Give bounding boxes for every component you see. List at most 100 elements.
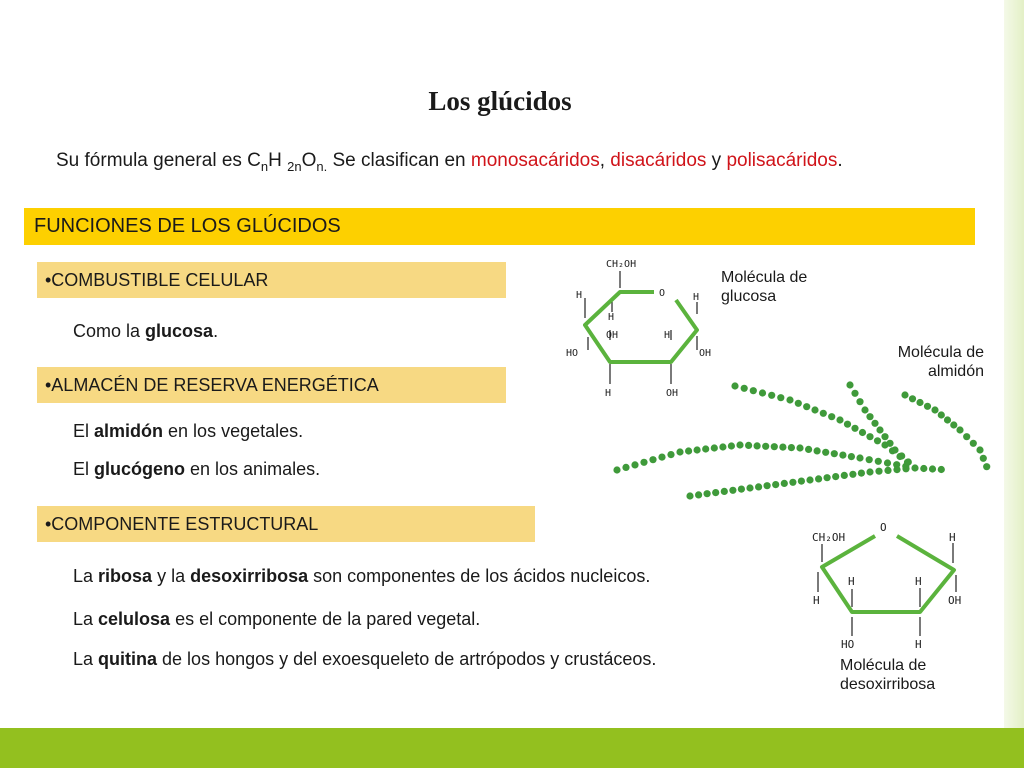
structural-line1-pre: La bbox=[73, 566, 99, 586]
structural-line1-post: son componentes de los ácidos nucleicos. bbox=[308, 566, 651, 586]
starch-glucose-bead bbox=[787, 444, 796, 452]
formula-o: O bbox=[301, 150, 317, 171]
formula-and: y bbox=[706, 150, 727, 171]
formula-h: H bbox=[268, 150, 288, 171]
starch-glucose-bead bbox=[631, 461, 639, 469]
starch-glucose-bead bbox=[777, 394, 785, 402]
starch-glucose-bead bbox=[695, 491, 703, 499]
starch-glucose-bead bbox=[797, 477, 806, 485]
functions-heading-band: FUNCIONES DE LOS GLÚCIDOS bbox=[24, 208, 975, 245]
starch-glucose-bead bbox=[745, 441, 753, 449]
starch-glucose-bead bbox=[737, 485, 746, 493]
starch-glucose-bead bbox=[830, 450, 838, 458]
formula-intro: Su fórmula general es bbox=[56, 150, 248, 171]
reserve-line1-pre: El bbox=[73, 421, 95, 441]
structural-section-band: •COMPONENTE ESTRUCTURAL bbox=[37, 506, 535, 542]
molecule-figures: CH₂OH O H H H OH H HO OH H OH CH₂OH O H … bbox=[566, 259, 991, 651]
starch-glucose-bead bbox=[856, 398, 864, 406]
starch-glucose-bead bbox=[836, 416, 844, 424]
term-disacaridos: disacáridos bbox=[610, 150, 707, 171]
glucose-h2: H bbox=[693, 292, 699, 303]
starch-glucose-bead bbox=[866, 433, 874, 441]
fuel-line-pre: Como la bbox=[73, 321, 146, 341]
reserve-line2-bold: glucógeno bbox=[94, 459, 186, 479]
glucose-h3: H bbox=[608, 312, 614, 323]
deoxyribose-h2: H bbox=[848, 575, 855, 588]
starch-glucose-bead bbox=[983, 463, 991, 471]
deoxyribose-molecule-diagram: CH₂OH O H H H H OH HO H bbox=[812, 521, 961, 651]
right-edge-gradient bbox=[1004, 0, 1024, 728]
glucose-oh3: OH bbox=[666, 388, 678, 399]
formula-classify: Se clasifican en bbox=[327, 150, 471, 171]
starch-glucose-bead bbox=[823, 474, 831, 482]
starch-glucose-bead bbox=[886, 439, 894, 447]
starch-glucose-bead bbox=[780, 479, 788, 487]
starch-glucose-bead bbox=[976, 446, 984, 454]
starch-glucose-bead bbox=[898, 452, 906, 460]
starch-glucose-bead bbox=[731, 382, 739, 390]
starch-glucose-bead bbox=[849, 470, 857, 478]
starch-glucose-bead bbox=[858, 428, 867, 437]
starch-glucose-bead bbox=[813, 447, 821, 455]
starch-glucose-bead bbox=[969, 439, 977, 447]
structural-cellulose-line: La celulosa es el componente de la pared… bbox=[73, 609, 480, 630]
glucose-oh1: OH bbox=[606, 330, 618, 341]
starch-glucose-bead bbox=[811, 406, 819, 414]
starch-glucose-bead bbox=[667, 451, 675, 459]
glucose-oh2: OH bbox=[699, 348, 711, 359]
starch-glucose-bead bbox=[805, 445, 813, 453]
starch-glucose-bead bbox=[839, 451, 847, 459]
structural-section-heading: •COMPONENTE ESTRUCTURAL bbox=[45, 514, 319, 534]
starch-glucose-bead bbox=[875, 467, 883, 475]
structural-line1-bold: ribosa bbox=[98, 566, 153, 586]
starch-glucose-bead bbox=[963, 433, 971, 441]
starch-glucose-bead bbox=[891, 446, 899, 454]
starch-glucose-bead bbox=[866, 413, 874, 421]
glucose-h4: H bbox=[664, 330, 670, 341]
fuel-line-post: . bbox=[213, 321, 219, 341]
structural-line1-mid: y la bbox=[152, 566, 191, 586]
deoxyribose-h5: H bbox=[915, 638, 922, 651]
starch-glucose-bead bbox=[755, 483, 763, 491]
starch-glucose-bead bbox=[937, 465, 945, 474]
glucose-h1: H bbox=[576, 290, 582, 301]
starch-glucose-bead bbox=[883, 459, 892, 467]
starch-glucose-bead bbox=[881, 433, 889, 441]
formula-end: . bbox=[837, 150, 843, 171]
starch-glucose-bead bbox=[950, 421, 958, 429]
starch-glucose-bead bbox=[640, 458, 648, 466]
starch-glucose-bead bbox=[806, 476, 814, 484]
starch-glucose-bead bbox=[763, 482, 771, 490]
starch-glucose-bead bbox=[902, 465, 910, 473]
starch-glucose-bead bbox=[758, 389, 767, 397]
formula-sub-n-dot: n. bbox=[316, 158, 328, 174]
deoxyribose-ch2oh: CH₂OH bbox=[812, 531, 845, 544]
reserve-line2-pre: El bbox=[73, 459, 95, 479]
deoxyribose-label-line1: Molécula de bbox=[840, 657, 927, 674]
fuel-section-heading: •COMBUSTIBLE CELULAR bbox=[45, 270, 269, 290]
starch-glucose-bead bbox=[613, 466, 621, 474]
fuel-line-bold: glucosa bbox=[145, 321, 214, 341]
deoxyribose-ring-o: O bbox=[880, 521, 887, 534]
starch-glucose-bead bbox=[828, 413, 836, 421]
starch-glucose-bead bbox=[857, 469, 866, 477]
starch-glucose-bead bbox=[676, 448, 684, 456]
reserve-line1-post: en los vegetales. bbox=[163, 421, 304, 441]
structural-chitin-line: La quitina de los hongos y del exoesquel… bbox=[73, 649, 656, 670]
starch-glucose-bead bbox=[729, 486, 737, 494]
starch-glucose-bead bbox=[904, 458, 912, 466]
starch-label-line1: Molécula de bbox=[897, 344, 984, 361]
formula-c: C bbox=[247, 150, 261, 171]
starch-glucose-bead bbox=[874, 457, 882, 465]
starch-glucose-bead bbox=[861, 406, 869, 414]
glucose-molecule-diagram: CH₂OH O H H H OH H HO OH H OH bbox=[566, 259, 711, 399]
starch-glucose-bead bbox=[843, 420, 852, 428]
starch-glucose-bead bbox=[819, 409, 827, 417]
formula-sub-2n: 2n bbox=[287, 158, 302, 174]
starch-glucose-bead bbox=[931, 406, 939, 414]
starch-glucose-bead bbox=[876, 426, 884, 434]
starch-glucose-bead bbox=[703, 490, 711, 498]
formula-line: Su fórmula general es CnH 2nOn. Se clasi… bbox=[56, 150, 843, 174]
starch-glucose-bead bbox=[693, 446, 701, 454]
starch-glucose-bead bbox=[772, 481, 780, 489]
